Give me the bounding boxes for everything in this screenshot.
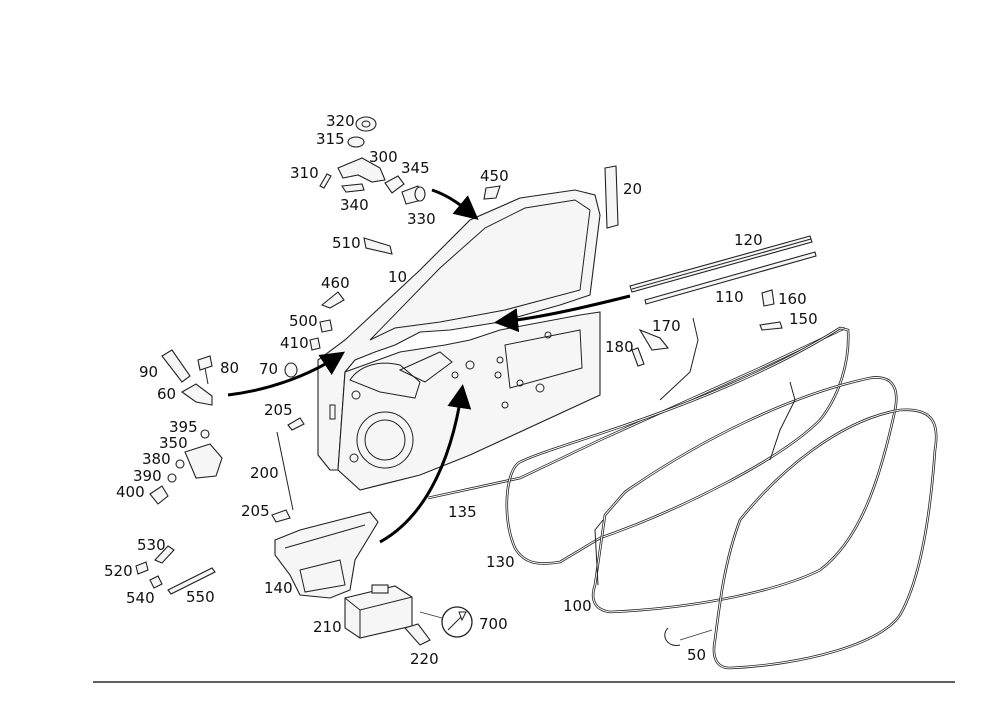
label-20: 20 — [623, 180, 642, 198]
small-hardware — [135, 116, 783, 646]
label-205-top: 205 — [264, 401, 293, 419]
part-100-door-seal — [591, 376, 898, 614]
label-135: 135 — [448, 503, 477, 521]
label-510: 510 — [332, 234, 361, 252]
label-450: 450 — [480, 167, 509, 185]
label-500: 500 — [289, 312, 318, 330]
label-300: 300 — [369, 148, 398, 166]
label-160: 160 — [778, 290, 807, 308]
label-540: 540 — [126, 589, 155, 607]
wrench-icon — [419, 606, 473, 638]
label-520: 520 — [104, 562, 133, 580]
label-400: 400 — [116, 483, 145, 501]
part-20-trim-strip — [604, 165, 619, 229]
label-200: 200 — [250, 464, 279, 482]
label-315: 315 — [316, 130, 345, 148]
label-90: 90 — [139, 363, 158, 381]
label-310: 310 — [290, 164, 319, 182]
part-50-outer-seal — [664, 381, 938, 670]
label-170: 170 — [652, 317, 681, 335]
label-330: 330 — [407, 210, 436, 228]
label-700: 700 — [479, 615, 508, 633]
label-340: 340 — [340, 196, 369, 214]
label-220: 220 — [410, 650, 439, 668]
label-70: 70 — [259, 360, 278, 378]
label-180: 180 — [605, 338, 634, 356]
label-60: 60 — [157, 385, 176, 403]
part-130-door-seal — [505, 326, 850, 565]
label-410: 410 — [280, 334, 309, 352]
label-395: 395 — [169, 418, 198, 436]
label-10: 10 — [388, 268, 407, 286]
label-150: 150 — [789, 310, 818, 328]
part-140-armrest — [274, 511, 379, 599]
label-205-bottom: 205 — [241, 502, 270, 520]
label-320: 320 — [326, 112, 355, 130]
label-350: 350 — [159, 434, 188, 452]
label-130: 130 — [486, 553, 515, 571]
label-120: 120 — [734, 231, 763, 249]
label-550: 550 — [186, 588, 215, 606]
label-345: 345 — [401, 159, 430, 177]
label-100: 100 — [563, 597, 592, 615]
label-380: 380 — [142, 450, 171, 468]
label-140: 140 — [264, 579, 293, 597]
label-50: 50 — [687, 646, 706, 664]
part-labels: 320 315 300 345 310 340 330 450 20 510 1… — [104, 112, 818, 668]
label-210: 210 — [313, 618, 342, 636]
label-460: 460 — [321, 274, 350, 292]
part-210-control-unit — [344, 584, 413, 639]
assembly-arrows — [227, 188, 631, 544]
label-530: 530 — [137, 536, 166, 554]
window-seals — [629, 235, 817, 305]
label-80: 80 — [220, 359, 239, 377]
label-110: 110 — [715, 288, 744, 306]
label-390: 390 — [133, 467, 162, 485]
